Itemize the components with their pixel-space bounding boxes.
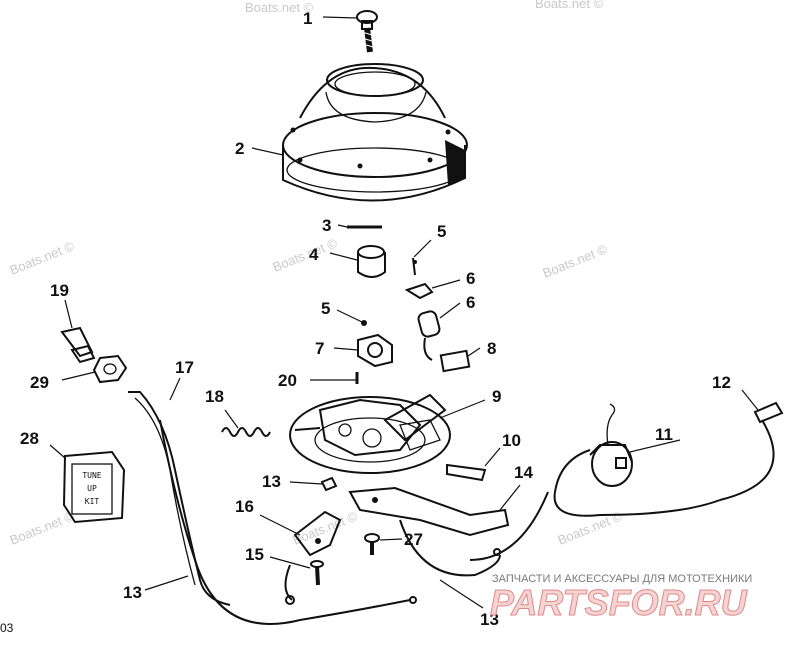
kit-label-line2: UP xyxy=(87,484,97,493)
kit-label-line1: TUNE xyxy=(82,471,101,480)
callout-5-upper: 5 xyxy=(437,222,446,241)
callout-10: 10 xyxy=(502,431,521,450)
part-spark-plug-lead xyxy=(719,401,784,501)
kit-label-line3: KIT xyxy=(85,497,100,506)
part-wire-13 xyxy=(159,419,549,625)
callout-3: 3 xyxy=(322,216,331,235)
part-screw xyxy=(356,10,378,53)
callout-13-wire-right: 13 xyxy=(480,610,499,629)
part-cam-block xyxy=(357,333,393,368)
callout-27: 27 xyxy=(404,530,423,549)
part-screw-15 xyxy=(310,560,324,586)
callout-19: 19 xyxy=(50,281,69,300)
callout-4: 4 xyxy=(309,245,319,264)
part-small-screw-2 xyxy=(361,320,367,326)
callout-29: 29 xyxy=(30,373,49,392)
callout-8: 8 xyxy=(487,339,496,358)
callout-7: 7 xyxy=(315,339,324,358)
watermark: Boats.net © xyxy=(535,0,604,11)
part-ignition-coil xyxy=(553,403,721,517)
callout-20: 20 xyxy=(278,371,297,390)
watermark: Boats.net © xyxy=(245,0,314,15)
callout-16: 16 xyxy=(235,497,254,516)
callout-17: 17 xyxy=(175,358,194,377)
part-plug-connector xyxy=(60,326,96,364)
part-felt-pad xyxy=(439,349,471,373)
part-spring xyxy=(221,427,271,437)
watermark: Boats.net © xyxy=(8,238,77,278)
watermark: Boats.net © xyxy=(541,241,610,281)
brand-subtitle: ЗАПЧАСТИ И АКСЕССУАРЫ ДЛЯ МОТОТЕХНИКИ xyxy=(492,573,752,585)
part-stator-plate xyxy=(289,393,451,474)
brand-name: PARTSFOR.RU xyxy=(490,582,748,623)
part-contact-points xyxy=(404,282,434,300)
callout-14: 14 xyxy=(514,463,533,482)
callouts: 1 2 3 4 5 6 5 6 7 8 20 9 18 10 13 14 11 … xyxy=(20,9,731,629)
figure-code: 03 xyxy=(0,621,14,635)
part-bushing xyxy=(357,245,386,278)
part-condenser xyxy=(417,310,441,361)
callout-18: 18 xyxy=(205,387,224,406)
leader-lines xyxy=(49,16,759,609)
part-coil-bracket xyxy=(348,486,510,537)
part-spacer-block xyxy=(446,463,487,482)
watermark: Boats.net © xyxy=(8,508,77,548)
callout-1: 1 xyxy=(303,9,312,28)
callout-11: 11 xyxy=(655,425,673,444)
callout-13-clip: 13 xyxy=(262,472,281,491)
part-wire-17 xyxy=(128,391,231,606)
part-small-screw xyxy=(412,257,417,276)
callout-6-lower: 6 xyxy=(466,293,475,312)
part-tune-up-kit: TUNE UP KIT xyxy=(62,450,126,524)
callout-6-upper: 6 xyxy=(466,269,475,288)
callout-15: 15 xyxy=(245,545,264,564)
part-hex-nut xyxy=(92,354,128,384)
part-screw-27 xyxy=(364,533,380,555)
callout-12: 12 xyxy=(712,373,731,392)
callout-28: 28 xyxy=(20,429,39,448)
callout-9: 9 xyxy=(492,387,501,406)
part-retaining-clip xyxy=(320,476,338,492)
watermark: Boats.net © xyxy=(271,235,340,275)
part-flywheel xyxy=(282,63,468,202)
callout-13-wire-left: 13 xyxy=(123,583,142,602)
callout-5-lower: 5 xyxy=(321,299,330,318)
callout-2: 2 xyxy=(235,139,244,158)
brand-watermark: ЗАПЧАСТИ И АКСЕССУАРЫ ДЛЯ МОТОТЕХНИКИ PA… xyxy=(490,573,753,624)
part-ground-plate xyxy=(293,510,342,557)
